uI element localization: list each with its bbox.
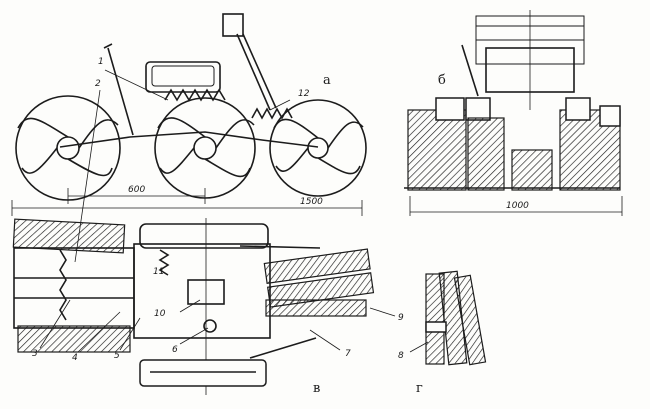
dimension-wheelbase	[67, 188, 206, 204]
right-wheel-mount	[565, 97, 591, 121]
middle-track-front	[511, 149, 553, 191]
callout-8: 8	[398, 351, 404, 361]
rear-wheel	[15, 95, 121, 201]
left-track-front	[407, 109, 467, 191]
leader-5	[119, 317, 141, 351]
center-body	[133, 243, 271, 339]
spring-left	[164, 88, 226, 102]
callout-5: 5	[114, 351, 120, 361]
seat-cushion	[151, 65, 215, 87]
detail-view-g	[409, 270, 487, 366]
rear-spokes	[17, 117, 119, 177]
front-seat-plan	[139, 223, 269, 249]
leader-3	[39, 299, 71, 349]
plan-view-v	[12, 218, 396, 395]
rear-hub	[56, 136, 80, 160]
view-label-v: в	[313, 381, 321, 396]
detail-plate-right	[453, 274, 487, 366]
callout-10: 10	[154, 309, 166, 319]
callout-4: 4	[72, 353, 78, 363]
left-inner-track	[467, 117, 505, 191]
callout-3: 3	[32, 349, 38, 359]
lever-front	[461, 44, 479, 97]
front-bottom-track	[139, 359, 267, 387]
leader-7	[309, 329, 341, 351]
strut-lower	[249, 337, 317, 359]
spring-right	[251, 107, 293, 120]
front-hub	[307, 137, 329, 159]
callout-2: 2	[95, 79, 101, 89]
leader-4	[77, 311, 121, 353]
control-lever	[107, 47, 134, 136]
dimension-label-width: 1000	[506, 201, 529, 211]
front-wheel	[269, 99, 367, 197]
callout-11: 11	[153, 267, 165, 277]
right-wheel-mount-2	[599, 105, 621, 127]
callout-1: 1	[98, 57, 104, 67]
leader-10	[179, 299, 201, 313]
dimension-label-length: 1500	[300, 197, 323, 207]
lever-handle	[103, 43, 113, 49]
dimension-label-wheelbase: 600	[128, 185, 146, 195]
callout-6: 6	[172, 345, 178, 355]
callout-7: 7	[345, 349, 351, 359]
leader-1	[104, 69, 169, 101]
callout-12: 12	[298, 89, 310, 99]
callout-9: 9	[398, 313, 404, 323]
pivot-6	[203, 319, 217, 333]
middle-spokes	[157, 117, 255, 178]
leader-9	[369, 307, 396, 317]
frame-line	[59, 131, 319, 148]
rear-spring	[59, 249, 67, 321]
upper-box	[222, 13, 244, 37]
front-track-a	[263, 248, 371, 285]
left-wheel-mount	[435, 97, 465, 121]
side-view-a	[15, 13, 367, 263]
leader-6	[179, 327, 209, 345]
front-track-c	[265, 299, 367, 317]
steering-post	[236, 33, 271, 111]
front-spokes	[273, 118, 364, 175]
left-wheel-mount-2	[465, 97, 491, 121]
steering-post-2	[242, 33, 277, 109]
dimension-length	[11, 200, 363, 216]
strut-upper	[239, 245, 321, 249]
middle-wheel	[154, 97, 256, 199]
rear-track-lower	[17, 325, 131, 353]
view-label-b: б	[438, 73, 446, 88]
seat-back	[145, 61, 221, 93]
leader-12	[269, 99, 291, 111]
leader-8	[409, 341, 429, 353]
middle-hub	[193, 136, 217, 160]
front-track-group	[263, 248, 375, 308]
rear-track-upper	[12, 218, 126, 254]
view-label-a: а	[323, 73, 331, 88]
view-label-g: г	[416, 381, 423, 396]
front-view-b	[404, 10, 623, 216]
detail-bracket	[425, 321, 447, 333]
spring-11	[158, 249, 170, 276]
